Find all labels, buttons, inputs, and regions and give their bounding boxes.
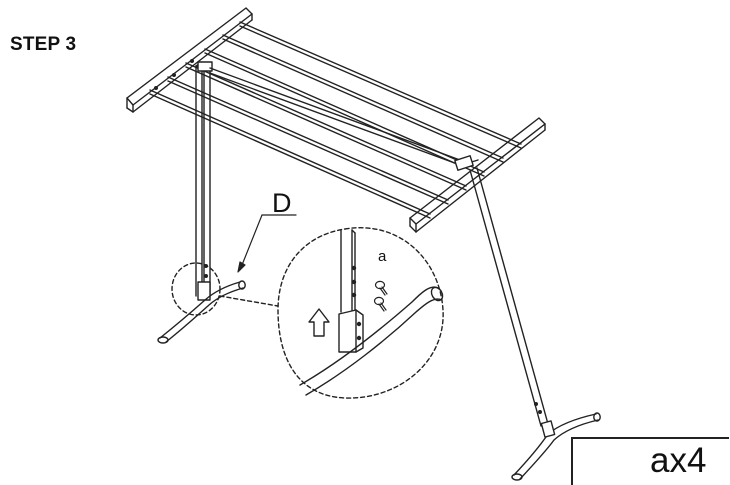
detail-label: D [272, 188, 292, 218]
left-leg [157, 61, 461, 344]
part-label: a [378, 248, 387, 265]
step-title: STEP 3 [10, 34, 77, 55]
part-quantity: ax4 [650, 441, 707, 480]
parts-box [571, 437, 729, 485]
detail-assembly [299, 229, 444, 396]
d-leader [237, 214, 297, 273]
right-leg [454, 155, 601, 481]
detail-callout [171, 227, 444, 399]
